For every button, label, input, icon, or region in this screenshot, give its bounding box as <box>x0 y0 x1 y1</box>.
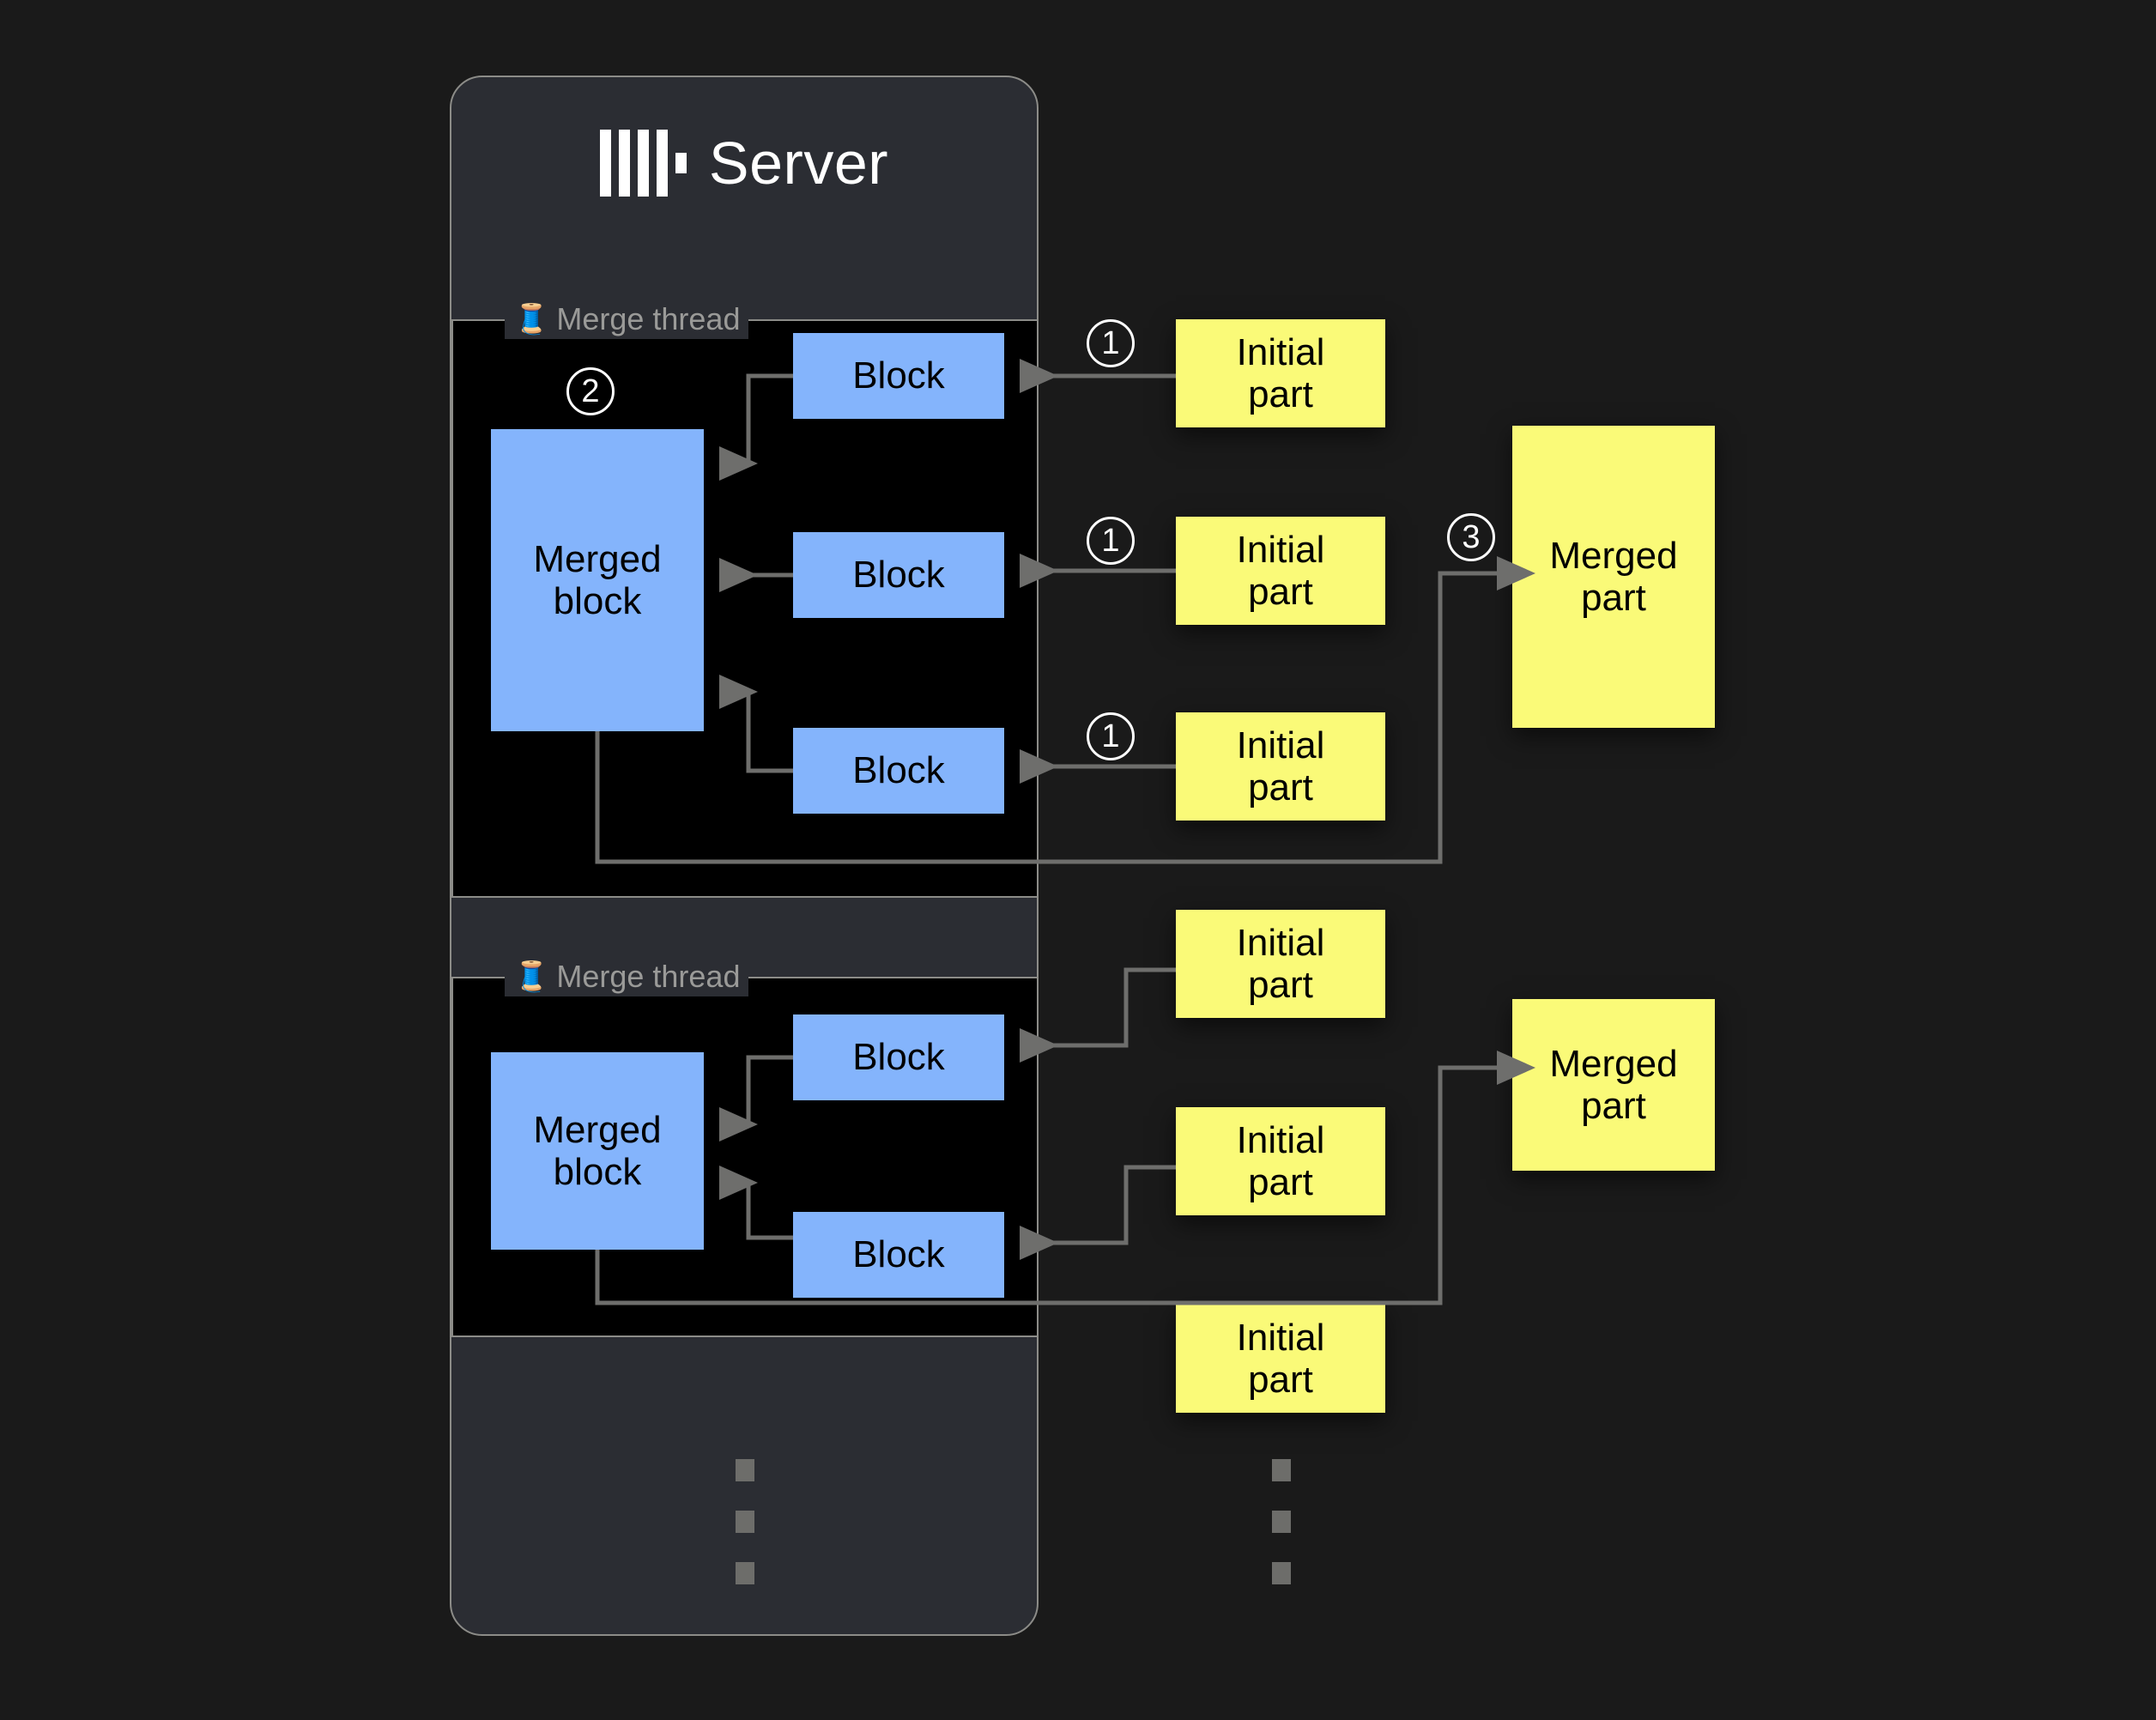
arrow-initial-to-block-2-1 <box>1020 967 1176 1063</box>
block-label: Block <box>852 554 945 597</box>
merge-thread-label: Merge thread <box>556 301 741 336</box>
block-label: Block <box>852 1233 945 1276</box>
block-1-1[interactable]: Block <box>793 333 1004 419</box>
block-1-3[interactable]: Block <box>793 728 1004 814</box>
vertical-ellipsis-parts <box>1272 1459 1291 1584</box>
merge-thread-legend-1: 🧵 Merge thread <box>505 300 749 339</box>
vertical-ellipsis-server <box>736 1459 754 1584</box>
merge-thread-legend-2: 🧵 Merge thread <box>505 957 749 996</box>
step-number-1-c: 1 <box>1087 712 1135 760</box>
ellipsis-dot <box>1272 1562 1291 1584</box>
clickhouse-logo-icon <box>599 130 687 197</box>
ellipsis-dot <box>1272 1459 1291 1481</box>
thread-spool-icon: 🧵 <box>513 960 550 993</box>
block-label: Block <box>852 1036 945 1079</box>
step-number-1-a: 1 <box>1087 319 1135 367</box>
server-title: Server <box>708 130 889 197</box>
ellipsis-dot <box>736 1511 754 1533</box>
arrow-initial-to-block-2-2 <box>1020 1165 1176 1260</box>
block-1-2[interactable]: Block <box>793 532 1004 618</box>
thread-spool-icon: 🧵 <box>513 303 550 336</box>
block-label: Block <box>852 749 945 792</box>
step-number-1-b: 1 <box>1087 517 1135 565</box>
ellipsis-dot <box>736 1459 754 1481</box>
step-number-2: 2 <box>566 367 615 415</box>
merge-thread-label: Merge thread <box>556 959 741 994</box>
block-2-1[interactable]: Block <box>793 1014 1004 1100</box>
ellipsis-dot <box>1272 1511 1291 1533</box>
block-label: Block <box>852 354 945 397</box>
server-header: Server <box>450 112 1039 215</box>
ellipsis-dot <box>736 1562 754 1584</box>
block-2-2[interactable]: Block <box>793 1212 1004 1298</box>
step-number-3: 3 <box>1447 513 1495 561</box>
